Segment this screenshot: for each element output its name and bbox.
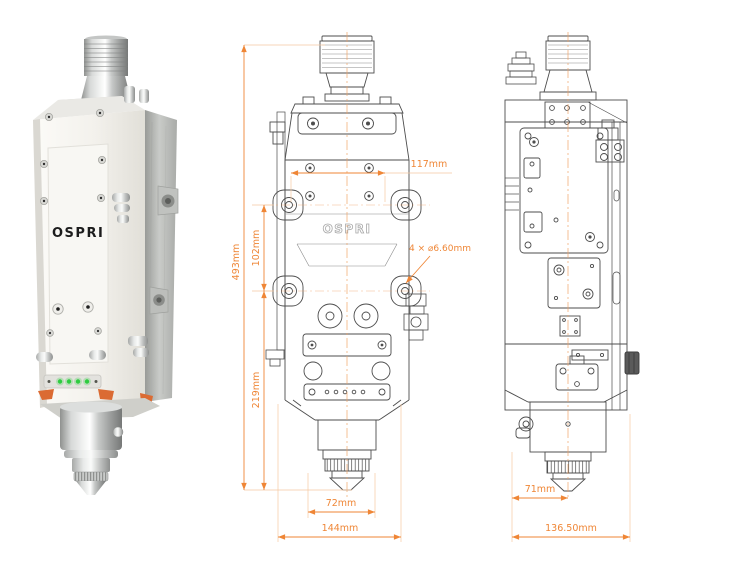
dim-upper-width: 117mm <box>411 159 448 170</box>
side-top-fitting <box>505 51 537 85</box>
side-main-body <box>504 99 640 411</box>
photo-led-indicator-strip <box>43 374 102 389</box>
dim-mount-holes-note: 4 × ⌀6.60mm <box>409 244 471 254</box>
dim-nozzle-span: 72mm <box>326 498 357 509</box>
front-centerlines <box>264 32 430 500</box>
photo-side-fittings <box>112 86 179 357</box>
dim-overall-width: 144mm <box>322 523 359 534</box>
photo-screws <box>40 109 107 337</box>
side-focus-adjuster <box>555 355 599 391</box>
dim-nozzle-offset: 71mm <box>525 484 556 495</box>
photo-brand-logo: OSPRI <box>52 226 104 241</box>
front-dimensions: 493mm 102mm 219mm 117mm 4 × ⌀6.60mm 72mm… <box>231 44 471 542</box>
side-dimensions: 71mm 136.50mm <box>511 414 631 542</box>
led-green-lights <box>56 377 91 386</box>
side-nozzle <box>504 389 628 492</box>
dim-mount-hole-spacing: 102mm <box>251 230 262 267</box>
dim-overall-height: 493mm <box>231 244 242 281</box>
front-drawing-brand-logo: OSPRI <box>323 222 372 236</box>
photo-lower-features <box>36 301 106 362</box>
dim-overall-depth: 136.50mm <box>545 523 597 534</box>
dim-mount-to-tip: 219mm <box>251 372 262 409</box>
photo-nozzle-assembly <box>60 401 124 495</box>
